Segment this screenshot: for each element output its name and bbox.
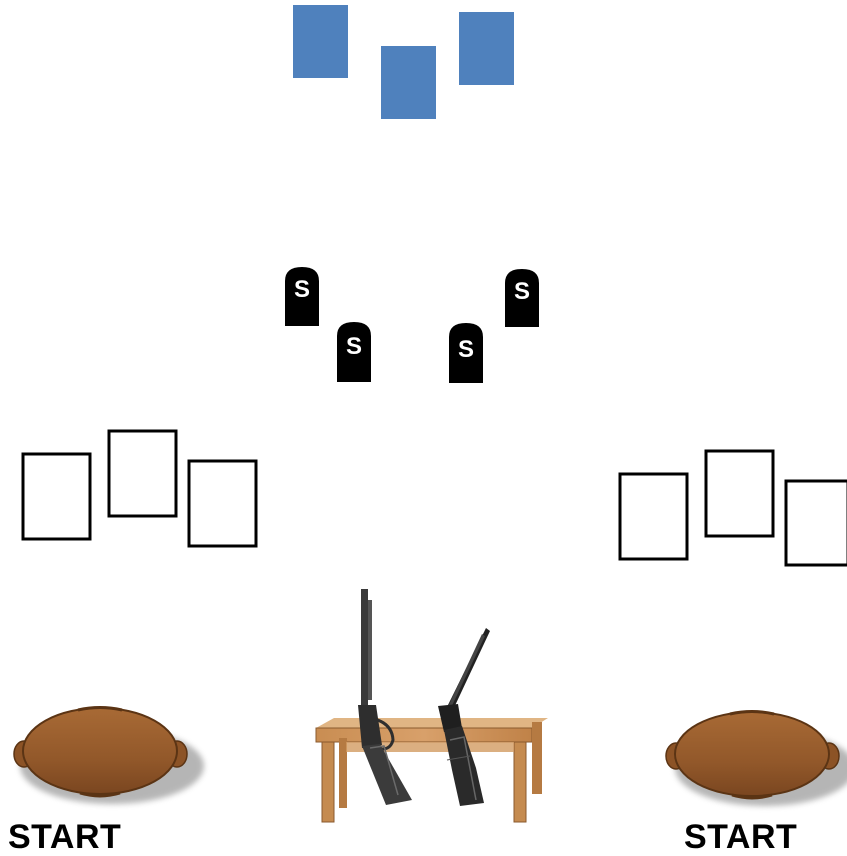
steel-target-group: S S S S (285, 267, 539, 383)
blue-target-right (459, 12, 514, 85)
cardboard-target (620, 474, 687, 559)
barrel-icon (14, 708, 204, 805)
steel-target-letter: S (346, 333, 362, 360)
steel-target-letter: S (458, 336, 474, 363)
steel-target-4: S (505, 269, 539, 327)
start-label-left: START (8, 820, 121, 854)
cardboard-targets-left (23, 431, 256, 546)
steel-target-letter: S (294, 276, 310, 303)
start-label-right: START (684, 820, 797, 854)
steel-target-letter: S (514, 278, 530, 305)
steel-target-1: S (285, 267, 319, 326)
steel-target-2: S (337, 322, 371, 382)
cardboard-target (706, 451, 773, 536)
cardboard-target (109, 431, 176, 516)
blue-target-left (293, 5, 348, 78)
cardboard-targets-right (620, 451, 847, 565)
blue-target-group (293, 5, 514, 119)
steel-target-3: S (449, 323, 483, 383)
cardboard-target (23, 454, 90, 539)
barrel-icon (666, 712, 847, 807)
cardboard-target (786, 481, 847, 565)
table-icon (316, 718, 548, 822)
rifle-icon (358, 589, 412, 805)
shotgun-icon (438, 628, 490, 806)
cardboard-target (189, 461, 256, 546)
blue-target-center (381, 46, 436, 119)
